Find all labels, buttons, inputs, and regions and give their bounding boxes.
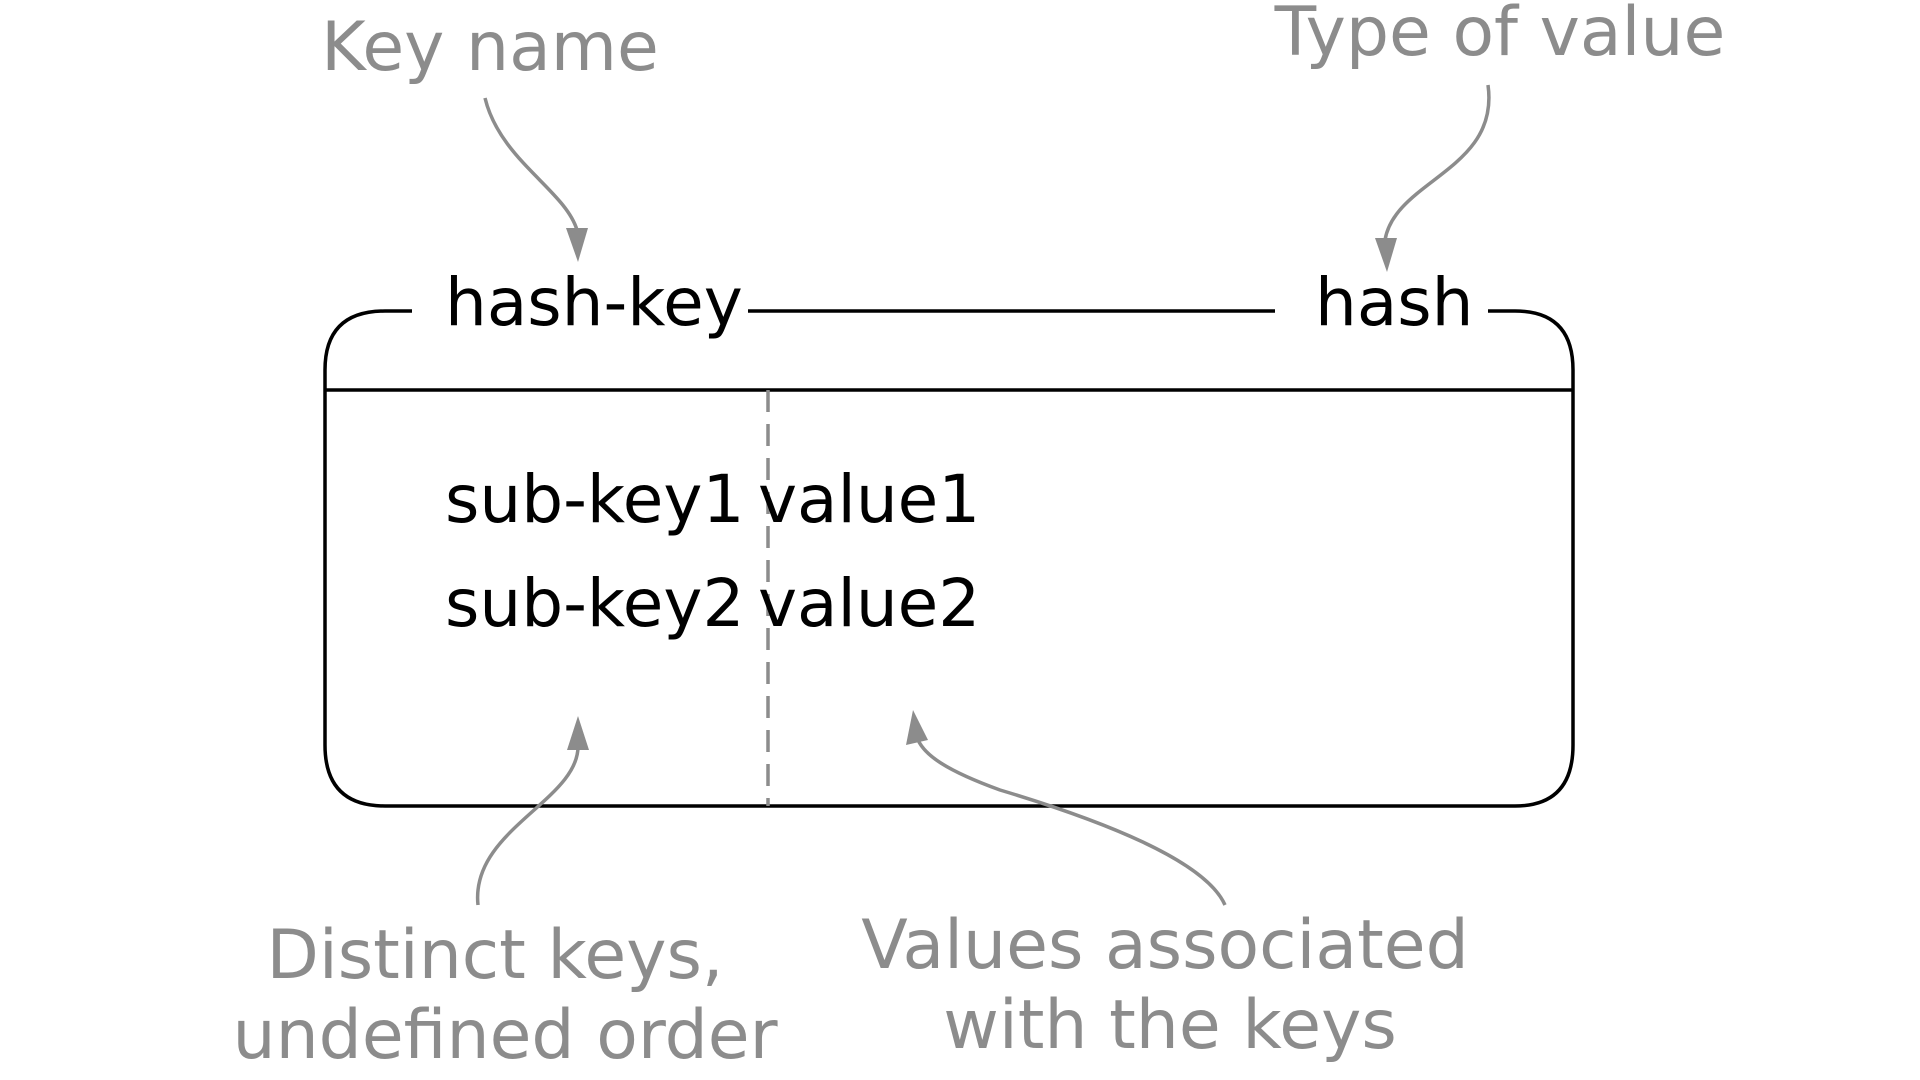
hash-frame-outline bbox=[323, 309, 1575, 808]
value-1: value1 bbox=[758, 461, 980, 538]
hash-type: hash bbox=[1315, 264, 1474, 341]
sub-key-1: sub-key1 bbox=[445, 461, 744, 538]
values-associated-label-line1: Values associated bbox=[861, 906, 1469, 985]
sub-key-2: sub-key2 bbox=[445, 565, 744, 642]
key-name-arrowhead bbox=[566, 228, 588, 262]
key-name-arrow bbox=[483, 97, 579, 231]
hash-key-name: hash-key bbox=[445, 264, 743, 341]
type-of-value-label: Type of value bbox=[1274, 0, 1726, 72]
type-of-value-arrow bbox=[1383, 84, 1491, 241]
values-associated-arrowhead bbox=[906, 710, 928, 745]
distinct-keys-arrow bbox=[476, 744, 580, 906]
distinct-keys-label-line1: Distinct keys, bbox=[266, 916, 723, 995]
type-of-value-arrowhead bbox=[1375, 238, 1397, 272]
value-2: value2 bbox=[758, 565, 980, 642]
distinct-keys-label-line2: undefined order bbox=[232, 996, 777, 1075]
values-associated-arrow bbox=[916, 739, 1227, 906]
values-associated-label-line2: with the keys bbox=[943, 986, 1397, 1065]
distinct-keys-arrowhead bbox=[567, 716, 589, 750]
key-name-label: Key name bbox=[321, 8, 659, 87]
